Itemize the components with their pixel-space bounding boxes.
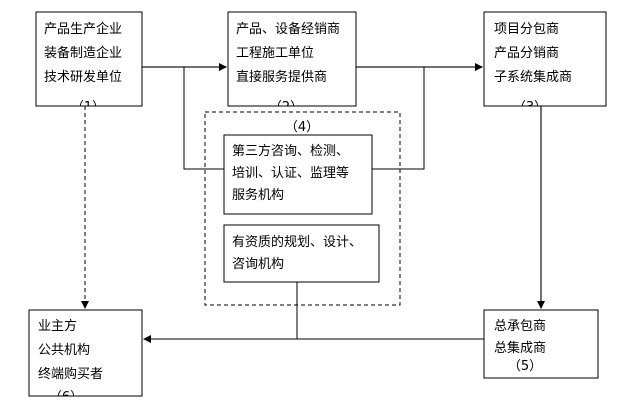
node-3-line: 子系统集成商 xyxy=(494,69,572,85)
node-4b-line: 咨询机构 xyxy=(232,257,284,272)
connector-2-to-4 xyxy=(372,67,425,170)
node-6-line: 公共机构 xyxy=(38,343,90,358)
node-4a: 第三方咨询、检测、 培训、认证、监理等 服务机构 xyxy=(223,134,373,215)
node-3-label: （3） xyxy=(513,100,547,115)
node-1-line: 装备制造企业 xyxy=(44,45,122,61)
node-4a-line: 培训、认证、监理等 xyxy=(232,165,349,181)
connector-1-to-4 xyxy=(183,67,224,170)
node-5-line: 总承包商 xyxy=(494,319,546,334)
group-4-dashed-box xyxy=(204,111,401,306)
node-6-line: 业主方 xyxy=(38,318,77,334)
node-2-line: 产品、设备经销商 xyxy=(236,21,340,37)
node-1-label: （1） xyxy=(71,100,105,115)
node-2-label: （2） xyxy=(269,100,303,115)
node-2-line: 直接服务提供商 xyxy=(236,69,327,85)
node-4a-line: 服务机构 xyxy=(232,187,284,203)
node-3-line: 项目分包商 xyxy=(494,22,559,37)
node-2-line: 工程施工单位 xyxy=(236,46,314,61)
node-6-line: 终端购买者 xyxy=(38,366,103,382)
node-6-label: （6） xyxy=(49,390,83,405)
node-4a-line: 第三方咨询、检测、 xyxy=(232,143,349,159)
group-4-label: （4） xyxy=(285,120,319,135)
node-5-line: 总集成商 xyxy=(494,340,546,356)
node-1-line: 技术研发单位 xyxy=(44,69,122,85)
node-5-label: （5） xyxy=(508,359,542,374)
node-5: 总承包商 总集成商 （5） xyxy=(483,309,599,379)
node-1-line: 产品生产企业 xyxy=(44,21,122,37)
node-3: 项目分包商 产品分销商 子系统集成商 （3） xyxy=(483,11,607,115)
node-4b: 有资质的规划、设计、 咨询机构 xyxy=(223,224,380,283)
node-1: 产品生产企业 装备制造企业 技术研发单位 （1） xyxy=(35,11,143,115)
node-6: 业主方 公共机构 终端购买者 （6） xyxy=(28,309,143,405)
node-3-line: 产品分销商 xyxy=(494,46,559,61)
node-4b-line: 有资质的规划、设计、 xyxy=(232,234,362,250)
node-2: 产品、设备经销商 工程施工单位 直接服务提供商 （2） xyxy=(227,11,357,115)
